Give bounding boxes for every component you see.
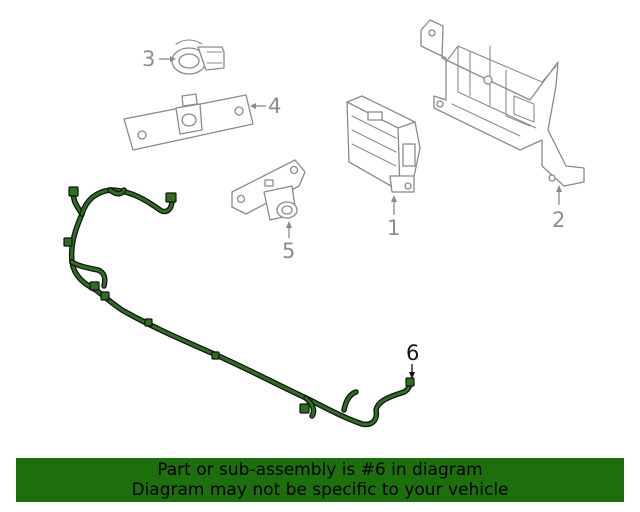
banner-line-part-number: Part or sub-assembly is #6 in diagram <box>157 460 483 480</box>
callout-4-label: 4 <box>268 94 281 118</box>
leader-4-arrow <box>250 103 256 109</box>
part-2-mounting-bracket <box>420 19 585 187</box>
banner-line-disclaimer: Diagram may not be specific to your vehi… <box>131 480 509 500</box>
callout-1-label: 1 <box>387 216 400 240</box>
leader-2-arrow <box>556 185 562 192</box>
part-3-parking-sensor <box>171 39 225 75</box>
leader-1-arrow <box>391 195 397 202</box>
leader-5-arrow <box>286 221 292 228</box>
part-info-banner: Part or sub-assembly is #6 in diagram Di… <box>16 458 624 502</box>
part-4-sensor-bracket <box>123 93 254 151</box>
leader-3-arrow <box>170 56 176 62</box>
part-1-control-module <box>346 95 421 193</box>
callout-5-label: 5 <box>282 239 295 263</box>
part-6-wiring-harness <box>63 186 415 428</box>
part-5-camera <box>231 159 306 221</box>
callout-2-label: 2 <box>552 208 565 232</box>
callout-6-label: 6 <box>406 341 419 365</box>
callout-3-label: 3 <box>142 47 155 71</box>
leader-6-arrow <box>409 372 415 379</box>
